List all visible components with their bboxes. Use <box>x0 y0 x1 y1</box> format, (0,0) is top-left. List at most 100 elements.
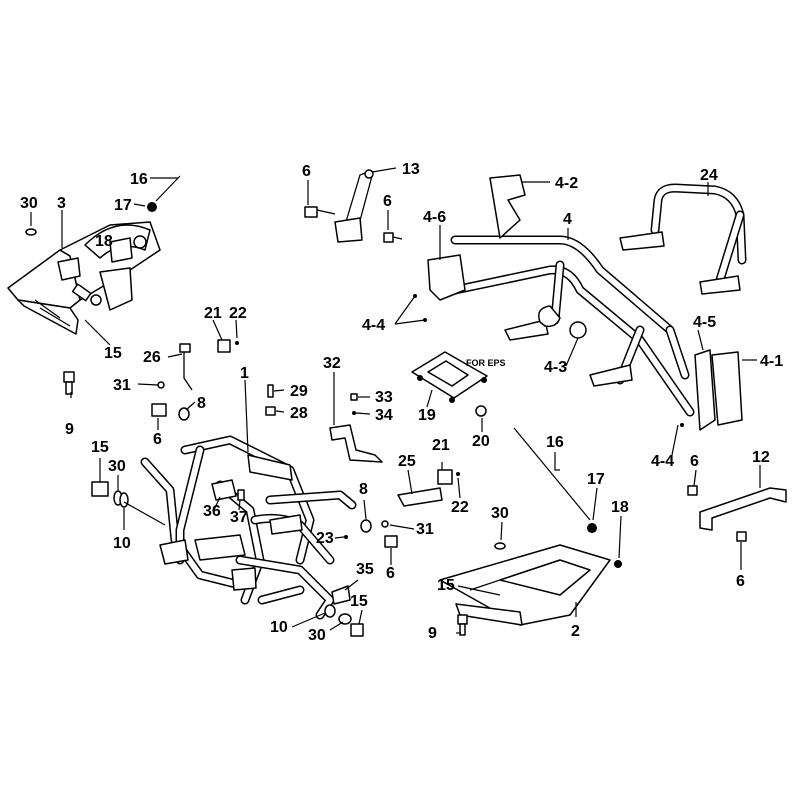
part-2-skid-plate <box>439 544 611 626</box>
label-4-4: 4-4 <box>651 453 674 470</box>
part-9-bolt-a <box>63 371 75 395</box>
part-4-1-panel <box>711 351 743 426</box>
label-17: 17 <box>587 471 605 488</box>
label-12: 12 <box>752 449 770 466</box>
part-6-bolt-b <box>304 206 336 218</box>
part-36-bracket <box>211 479 237 501</box>
part-6-bolt-d <box>151 403 167 417</box>
callout-labels: 16 17 30 3 18 15 9 6 13 6 4-2 4-6 4 24 4… <box>20 161 783 644</box>
part-8-washer-a <box>178 407 190 421</box>
label-13: 13 <box>402 161 420 178</box>
part-30-washer-a <box>25 228 37 236</box>
label-26: 26 <box>143 349 161 366</box>
label-34: 34 <box>375 407 393 424</box>
label-28: 28 <box>290 405 308 422</box>
part-18-nut <box>614 560 622 568</box>
label-35: 35 <box>356 561 374 578</box>
part-10-washer-b <box>324 604 336 618</box>
label-30: 30 <box>308 627 326 644</box>
label-18: 18 <box>95 233 113 250</box>
part-32-bracket <box>329 424 383 463</box>
part-13-bracket <box>334 169 374 243</box>
label-16: 16 <box>130 171 148 188</box>
label-25: 25 <box>398 453 416 470</box>
part-10-washer-a <box>119 492 129 508</box>
part-25-bracket <box>397 487 443 507</box>
part-16-rod <box>513 427 591 521</box>
label-36: 36 <box>203 503 221 520</box>
part-28-block <box>265 406 276 416</box>
part-22-screw-b <box>456 472 460 476</box>
label-15: 15 <box>91 439 109 456</box>
part-15-bolt-b <box>91 481 109 497</box>
label-31: 31 <box>416 521 434 538</box>
part-4-front-frame <box>427 235 695 417</box>
label-4-6: 4-6 <box>423 209 446 226</box>
part-12-bracket <box>699 487 787 531</box>
label-15: 15 <box>437 577 455 594</box>
label-22: 22 <box>451 499 469 516</box>
part-17-nut <box>587 523 597 533</box>
label-30: 30 <box>108 458 126 475</box>
part-35-bracket <box>331 585 351 605</box>
label-15: 15 <box>350 593 368 610</box>
label-19: 19 <box>418 407 436 424</box>
part-9-bolt-b <box>457 614 468 636</box>
part-6-bolt-f <box>687 485 698 496</box>
label-6: 6 <box>383 193 392 210</box>
part-29-pin <box>267 384 274 398</box>
part-15-bolt-d <box>350 623 364 637</box>
label-1: 1 <box>240 365 249 382</box>
part-30-washer-c <box>494 542 506 550</box>
label-10: 10 <box>270 619 288 636</box>
part-23-screw <box>344 535 348 539</box>
part-21-nut-a <box>217 339 231 353</box>
label-8: 8 <box>197 395 206 412</box>
label-6: 6 <box>386 565 395 582</box>
label-31: 31 <box>113 377 131 394</box>
part-21-nut-b <box>437 469 453 485</box>
part-6-bolt-e <box>384 535 398 548</box>
part-17-nut-top <box>147 202 157 212</box>
part-3-bracket <box>7 221 161 335</box>
label-15: 15 <box>104 345 122 362</box>
label-29: 29 <box>290 383 308 400</box>
label-9: 9 <box>428 625 437 642</box>
label-18: 18 <box>611 499 629 516</box>
label-10: 10 <box>113 535 131 552</box>
part-6-bolt-c <box>383 232 403 243</box>
part-4-3-cap <box>569 321 587 339</box>
label-17: 17 <box>114 197 132 214</box>
label-8: 8 <box>359 481 368 498</box>
part-6-bolt-g <box>736 531 747 542</box>
part-4-2-guard <box>489 174 526 239</box>
part-4-5-panel <box>694 349 716 431</box>
part-37-screw <box>237 489 245 501</box>
part-26-bracket <box>179 343 193 391</box>
label-4-3: 4-3 <box>544 359 567 376</box>
part-24-bar <box>619 183 747 295</box>
part-15-bolt-a <box>71 283 92 302</box>
part-31-washer-a <box>157 381 165 389</box>
label-4-1: 4-1 <box>760 353 783 370</box>
part-8-washer-b <box>360 519 372 533</box>
label-16: 16 <box>546 434 564 451</box>
part-22-screw-a <box>235 341 239 345</box>
note-for-eps: FOR EPS <box>466 358 506 368</box>
label-4-2: 4-2 <box>555 175 578 192</box>
label-3: 3 <box>57 195 66 212</box>
label-4-4: 4-4 <box>362 317 385 334</box>
label-6: 6 <box>690 453 699 470</box>
label-23: 23 <box>316 530 334 547</box>
part-20-bolt <box>475 405 487 417</box>
leader-lines <box>30 167 761 634</box>
label-30: 30 <box>20 195 38 212</box>
part-31-washer-b <box>381 520 389 528</box>
part-16-rod-top <box>155 175 181 202</box>
label-21: 21 <box>204 305 222 322</box>
label-6: 6 <box>153 431 162 448</box>
label-2: 2 <box>571 623 580 640</box>
label-6: 6 <box>736 573 745 590</box>
label-4: 4 <box>563 211 572 228</box>
